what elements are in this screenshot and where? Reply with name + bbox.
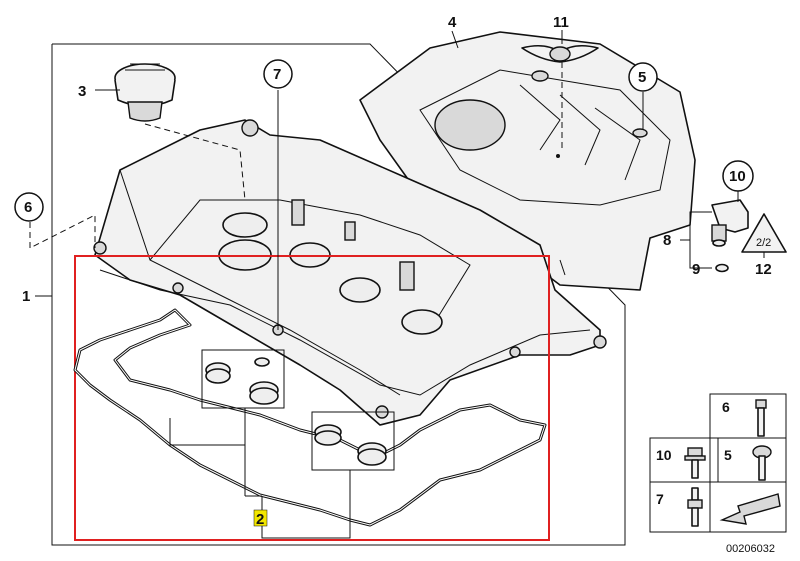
label-9: 9 xyxy=(692,261,700,278)
fastener-legend xyxy=(649,393,787,533)
label-4: 4 xyxy=(448,14,457,31)
legend-label-7: 7 xyxy=(656,491,664,507)
label-11: 11 xyxy=(553,14,569,31)
mini-badge[interactable] xyxy=(521,44,599,63)
bolt-6-icon xyxy=(755,399,767,437)
legend-label-6: 6 xyxy=(722,399,730,415)
valve-cover[interactable] xyxy=(93,119,607,426)
label-12: 12 xyxy=(755,261,772,278)
seal-ring-set-left[interactable] xyxy=(201,349,285,409)
highlight-box xyxy=(74,255,550,541)
seal-ring-set-right[interactable] xyxy=(311,411,395,471)
callout-circle-10 xyxy=(722,160,754,192)
legend-label-10: 10 xyxy=(656,447,672,463)
callout-circle-7 xyxy=(263,59,293,89)
callout-circle-5 xyxy=(628,62,658,92)
label-10: 10 xyxy=(729,168,746,185)
oil-filler-cap[interactable] xyxy=(114,63,176,122)
direction-arrow-icon xyxy=(719,493,781,525)
callout-circle-6 xyxy=(14,192,44,222)
label-1: 1 xyxy=(22,288,30,305)
diagram-code: 00206032 xyxy=(726,543,775,555)
label-5: 5 xyxy=(638,69,646,86)
cover-gasket[interactable] xyxy=(73,308,547,527)
label-6: 6 xyxy=(24,199,32,216)
stud-7-icon xyxy=(687,487,703,527)
legend-label-5: 5 xyxy=(724,447,732,463)
flange-bolt-10-icon xyxy=(684,447,706,479)
assembly-outline xyxy=(51,43,626,546)
label-8: 8 xyxy=(663,232,671,249)
label-2-highlight xyxy=(253,509,268,527)
camshaft-sensor[interactable] xyxy=(711,199,749,273)
warning-tag: 2/2 xyxy=(756,237,771,249)
screw-5-icon xyxy=(752,445,772,481)
label-2: 2 xyxy=(256,511,264,528)
label-3: 3 xyxy=(78,83,86,100)
label-7: 7 xyxy=(273,66,281,83)
